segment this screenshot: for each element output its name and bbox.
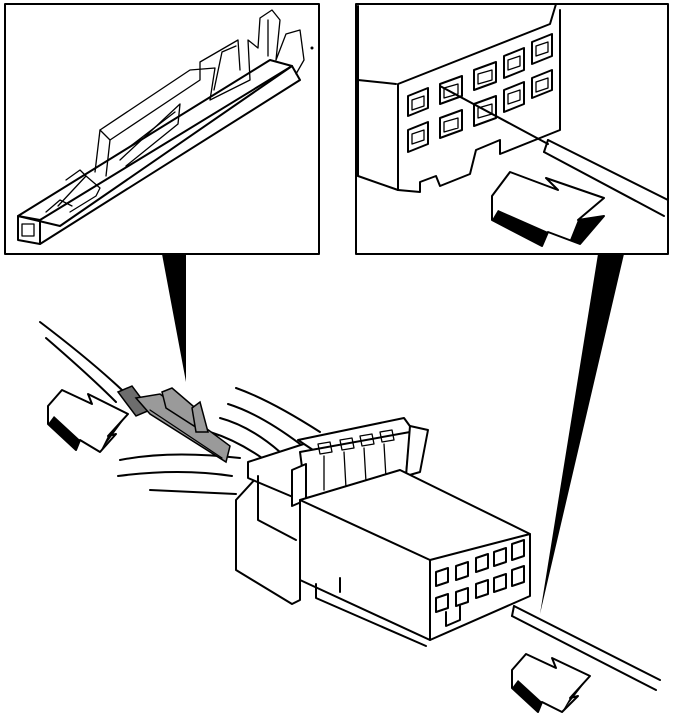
main-assembly: [39, 321, 661, 713]
terminal-pin-drawing: [17, 9, 314, 245]
connector-housing: [235, 417, 531, 647]
release-tool-detail-callout: [355, 3, 669, 255]
release-tool-closeup: [439, 85, 669, 217]
release-tool-insert-arrow: [511, 653, 591, 713]
terminal-in-assembly: [116, 385, 231, 464]
release-tool-detail-arrow: [491, 171, 605, 247]
release-tool-detail-pointer: [540, 254, 624, 614]
terminal-detail-pointer: [162, 254, 186, 382]
connector-face-closeup: [357, 3, 561, 193]
terminal-slots: [317, 429, 395, 491]
connector-cavities: [435, 539, 525, 627]
terminal-detail-frame: [4, 3, 320, 255]
terminal-detail-callout: [4, 3, 320, 255]
terminal-insert-arrow: [47, 389, 129, 453]
cavity-grid: [407, 33, 553, 153]
release-tool: [511, 605, 661, 691]
